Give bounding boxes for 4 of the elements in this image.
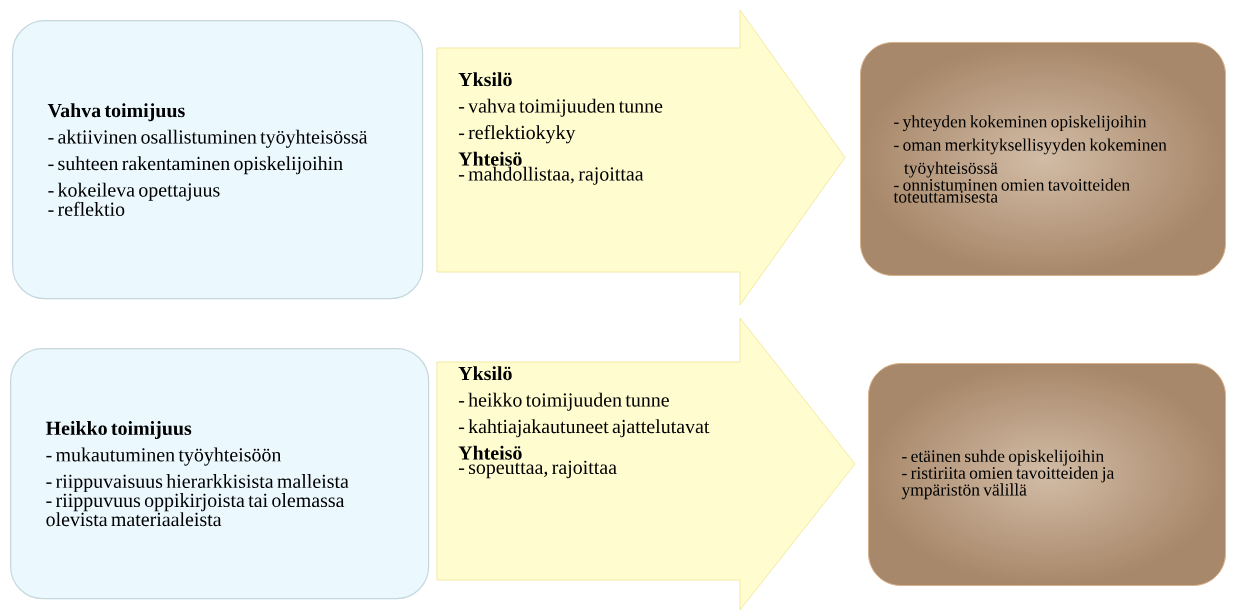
outcome-box: - yhteyden kokeminen opiskelijoihin - oman merkityksellisyyden kokeminen työyhteisössä - onnistuminen omien tavoitteiden toteuttamisesta (860, 42, 1226, 276)
agency-box: Heikko toimijuus - mukautuminen työyhteisöön - riippuvaisuus hierarkkisista malleista - riippuvuus oppikirjoista tai olemassa olevista materiaaleista (10, 348, 430, 600)
agency-box: Vahva toimijuus - aktiivinen osallistuminen työyhteisössä - suhteen rakentaminen opiskelijoihin - kokeileva opettajuus - reflektio (12, 20, 424, 300)
outcome-box: - etäinen suhde opiskelijoihin - ristiriita omien tavoitteiden ja ympäristön välillä (868, 363, 1226, 586)
